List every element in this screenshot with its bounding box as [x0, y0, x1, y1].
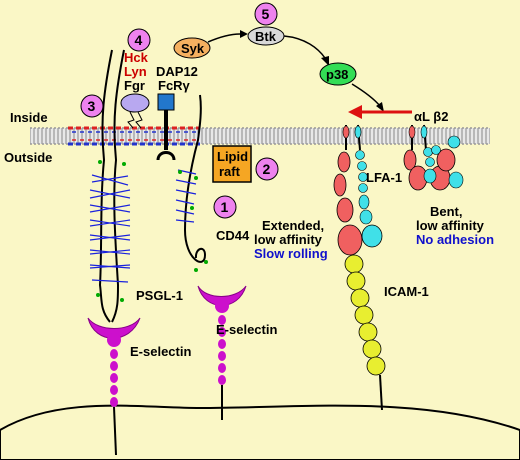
- lfa1-extended: [333, 124, 383, 256]
- dap12-label: DAP12: [156, 64, 198, 79]
- syk-label: Syk: [181, 41, 205, 56]
- step-circle-2: 2: [255, 157, 279, 181]
- arrowhead-btk-p38: [321, 56, 329, 66]
- no-adhesion-label: No adhesion: [416, 232, 494, 247]
- fcr-label: FcRγ: [158, 78, 191, 93]
- lipid-raft-label-1: Lipid: [217, 149, 248, 164]
- arrowhead-syk-btk: [240, 30, 248, 38]
- step-circle-5: 5: [254, 2, 278, 26]
- fgr-label: Fgr: [124, 78, 145, 93]
- bent-label-1: Bent,: [430, 204, 463, 219]
- e-selectin-label-left: E-selectin: [130, 344, 191, 359]
- extended-label-1: Extended,: [262, 218, 324, 233]
- fgr-kinase: [120, 93, 150, 129]
- arrowhead-p38-integrin: [376, 102, 384, 112]
- p38-label: p38: [326, 67, 348, 82]
- svg-text:5: 5: [262, 6, 270, 22]
- lipid-raft-box: [212, 145, 252, 183]
- extended-label-2: low affinity: [254, 232, 323, 247]
- lyn-label: Lyn: [124, 64, 147, 79]
- outside-label: Outside: [4, 150, 52, 165]
- lfa1-bent: [403, 124, 464, 191]
- endothelial-surface: [0, 404, 520, 460]
- hck-label: Hck: [124, 50, 149, 65]
- svg-text:2: 2: [263, 161, 271, 177]
- svg-text:4: 4: [135, 32, 143, 48]
- step-circle-4: 4: [127, 28, 151, 52]
- alpha-l-beta2-label: αL β2: [414, 109, 448, 124]
- syk-node: [173, 37, 211, 59]
- arrow-syk-btk: [207, 33, 241, 43]
- psgl1-dimer: [89, 49, 131, 323]
- e-selectin-label-right: E-selectin: [216, 322, 277, 337]
- arrow-btk-p38: [283, 35, 326, 59]
- lipid-raft-label-2: raft: [219, 164, 241, 179]
- e-selectin-right: [197, 285, 247, 420]
- svg-text:3: 3: [88, 98, 96, 114]
- btk-label: Btk: [255, 29, 277, 44]
- lfa1-label: LFA-1: [366, 170, 402, 185]
- step-circle-3: 3: [80, 94, 104, 118]
- inside-label: Inside: [10, 110, 48, 125]
- slow-rolling-label: Slow rolling: [254, 246, 328, 261]
- psgl1-label: PSGL-1: [136, 288, 183, 303]
- lipid-raft-membrane: [68, 126, 200, 146]
- cd44-label: CD44: [216, 228, 250, 243]
- p38-node: [319, 62, 357, 86]
- e-selectin-left: [87, 317, 141, 456]
- red-arrowhead: [348, 105, 362, 119]
- bent-label-2: low affinity: [416, 218, 485, 233]
- arrow-p38-integrin: [351, 83, 381, 107]
- icam1-molecule: [344, 254, 386, 411]
- svg-text:1: 1: [221, 199, 229, 215]
- fcr-gamma-adaptor: [156, 93, 176, 161]
- step-circle-1: 1: [213, 195, 237, 219]
- icam1-label: ICAM-1: [384, 284, 429, 299]
- cd44-molecule: [175, 94, 208, 272]
